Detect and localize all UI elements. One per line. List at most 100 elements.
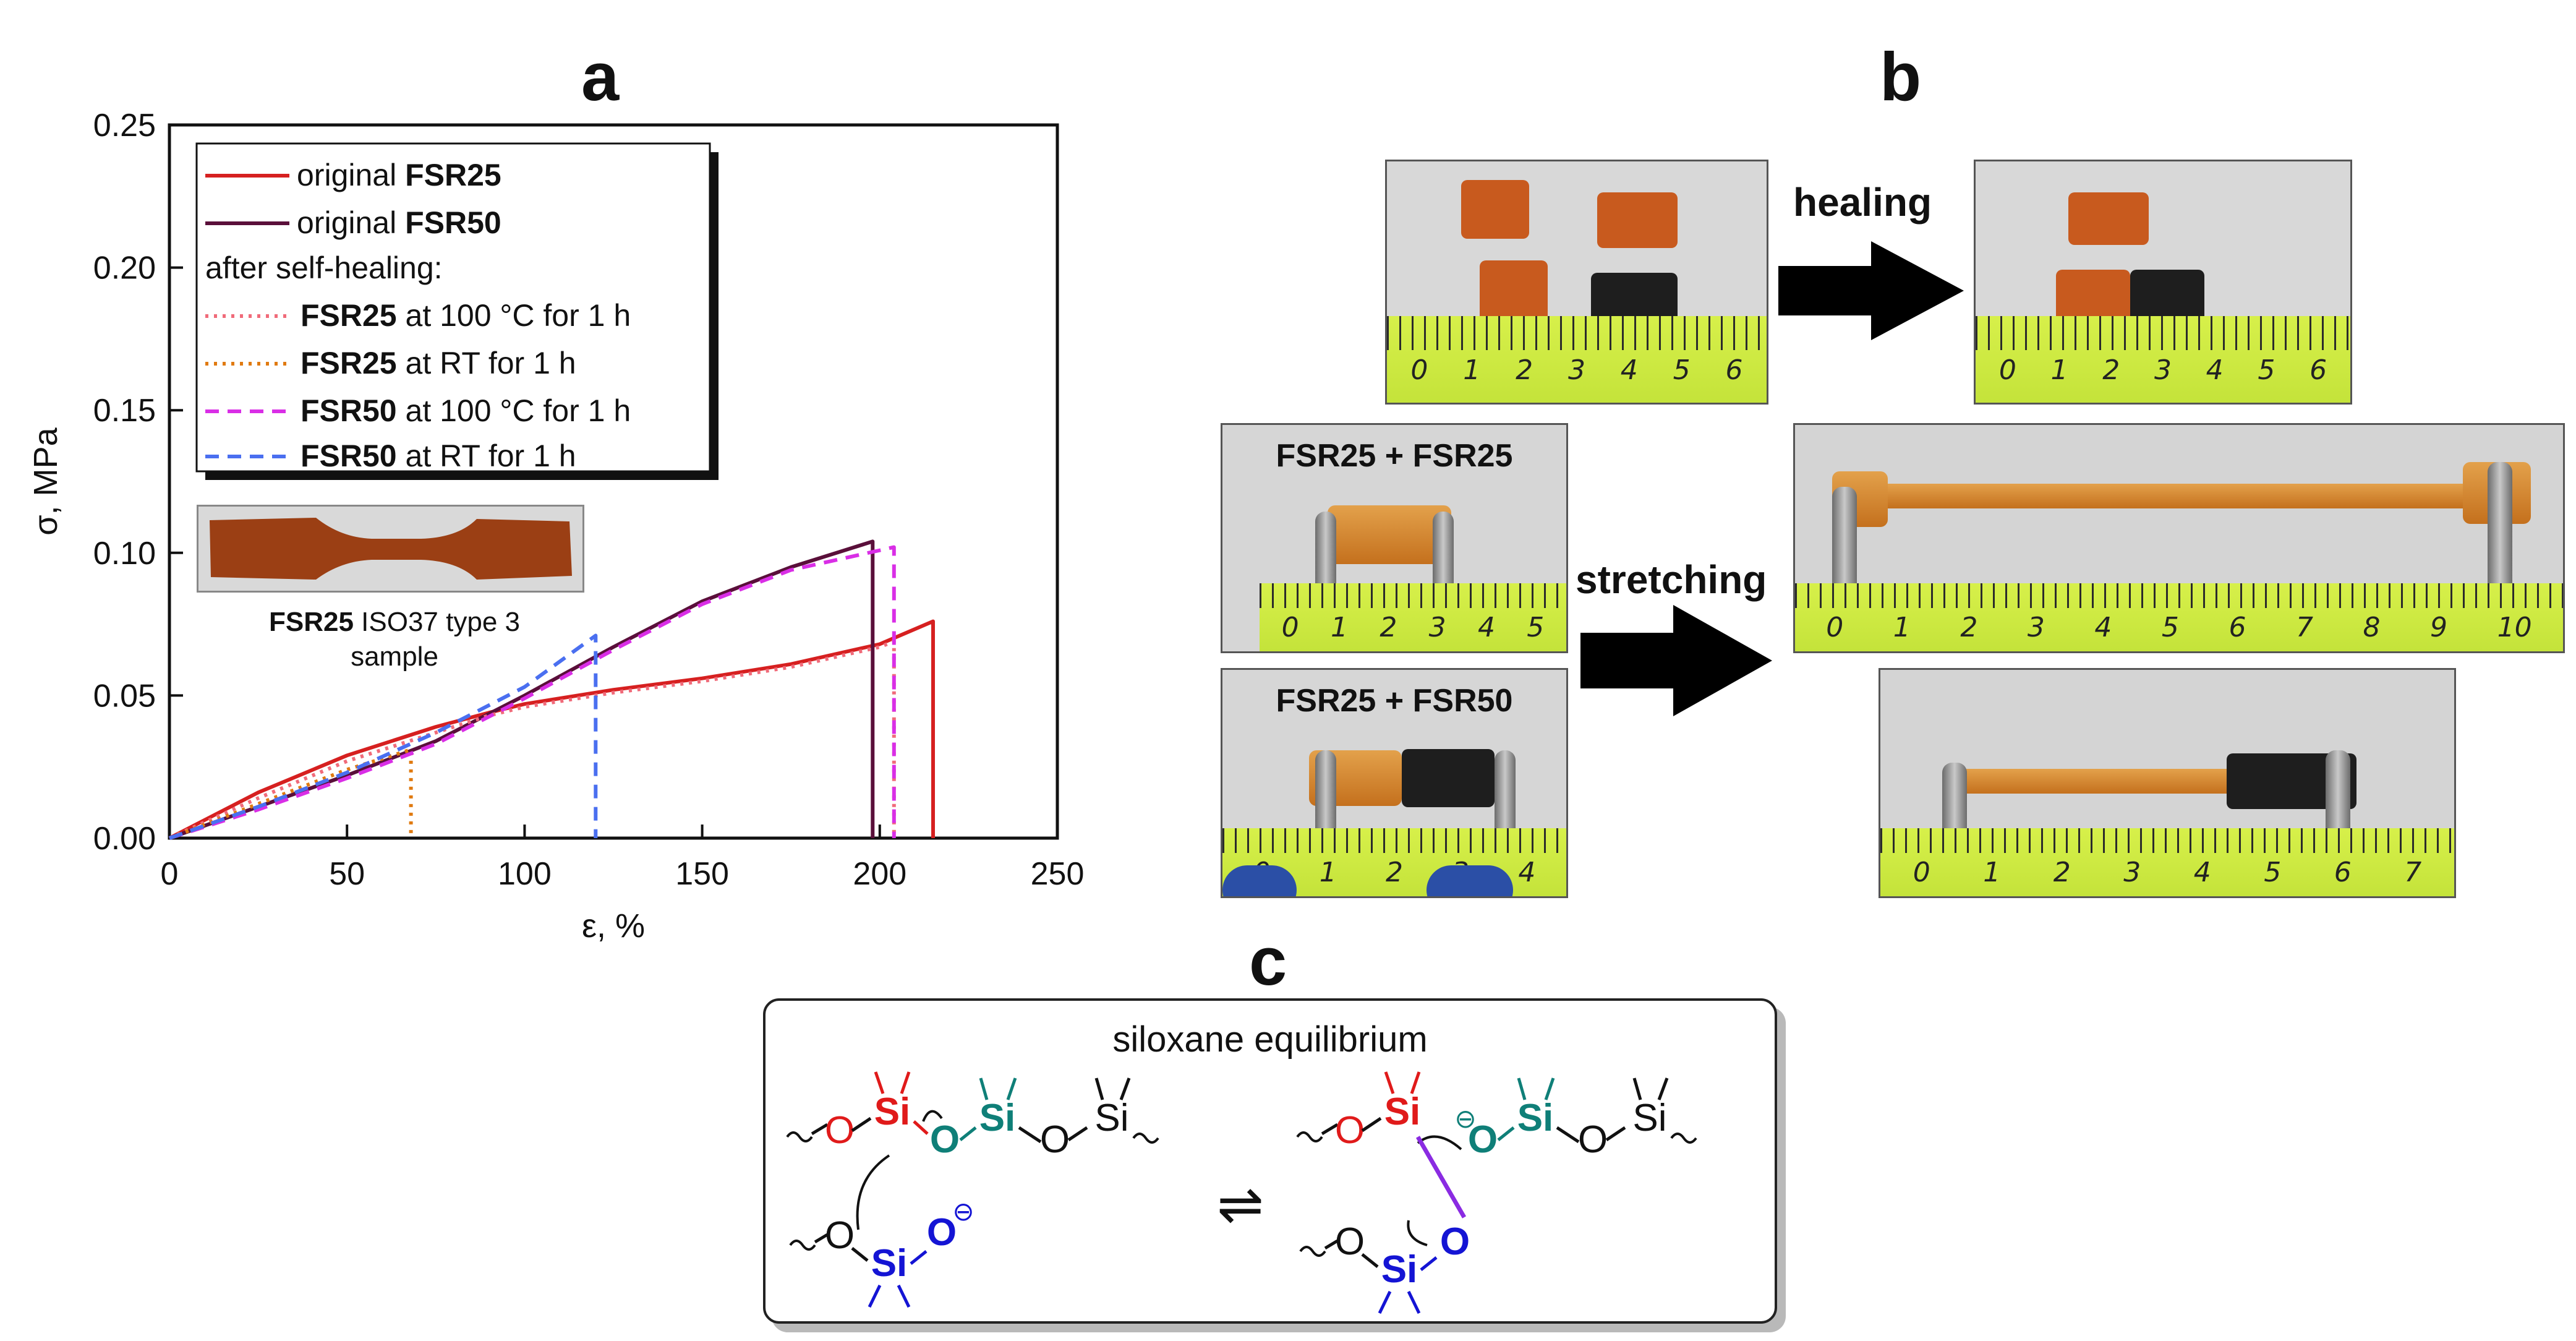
silicon-atom: Si [1632, 1097, 1666, 1139]
ruler-number: 1 [1983, 857, 2001, 888]
ruler-number: 6 [1725, 354, 1743, 386]
joined-strip [1328, 505, 1451, 564]
ruler-number: 5 [1673, 354, 1691, 386]
oxygen-atom: O [825, 1214, 855, 1257]
bond [979, 1078, 989, 1100]
strip-piece [2068, 192, 2149, 245]
sample-caption-rest: ISO37 type 3 [353, 607, 520, 637]
stretched-strip [1845, 484, 2525, 508]
ruler-number: 1 [1330, 612, 1348, 643]
bond [910, 1250, 928, 1265]
oxygen-atom: O [927, 1211, 957, 1254]
bond [1410, 1071, 1421, 1094]
ruler-number: 8 [2363, 612, 2381, 643]
strip-piece [1461, 180, 1529, 239]
curved-arrow-icon [922, 1110, 943, 1122]
ruler-number: 5 [2258, 354, 2275, 386]
negative-charge-icon: ⊖ [1454, 1103, 1476, 1134]
dogbone-sample-image [210, 518, 572, 580]
photo-label-fsr25-fsr50: FSR25 + FSR50 [1276, 683, 1513, 719]
bond [913, 1120, 929, 1135]
bond [1556, 1126, 1580, 1144]
bond [811, 1123, 829, 1136]
series-line-3 [168, 748, 413, 840]
bond [1544, 1078, 1555, 1100]
bond [1384, 1071, 1395, 1094]
strip-piece [1597, 192, 1678, 248]
bond [1517, 1078, 1527, 1100]
ruler-number: 5 [1527, 612, 1545, 643]
ruler-number: 9 [2430, 612, 2448, 643]
oxygen-atom: O [825, 1109, 855, 1152]
ruler-number: 4 [1518, 857, 1536, 888]
ruler-number: 3 [2123, 857, 2141, 888]
photo-label-fsr25-fsr25: FSR25 + FSR25 [1276, 438, 1513, 474]
x-tick-label: 100 [498, 856, 552, 892]
bond [814, 1233, 829, 1244]
legend-entry-5: FSR50 at RT for 1 h [301, 439, 576, 473]
sample-photo [197, 505, 584, 593]
bond [1632, 1078, 1642, 1100]
ruler-number: 4 [2094, 612, 2112, 643]
oxygen-atom: O [1335, 1220, 1365, 1263]
ruler-number: 4 [1620, 354, 1638, 386]
bond [868, 1284, 882, 1308]
stretching-label: stretching [1576, 557, 1767, 602]
healing-label: healing [1793, 180, 1932, 225]
chain-wave [1132, 1133, 1159, 1144]
oxygen-atom: O [930, 1118, 960, 1161]
x-tick-label: 200 [853, 856, 906, 892]
oxygen-atom: O [1468, 1118, 1498, 1161]
chain-wave [786, 1131, 813, 1142]
ruler-number: 1 [1463, 354, 1481, 386]
bond [1067, 1126, 1088, 1142]
bond [1497, 1126, 1515, 1141]
strip-piece-black [1402, 749, 1495, 807]
silicon-atom: Si [1094, 1097, 1128, 1139]
bond [900, 1071, 911, 1094]
chart-series [168, 539, 935, 840]
oxygen-atom: O [1040, 1118, 1070, 1161]
ruler-number: 10 [2497, 612, 2532, 643]
curved-arrow-icon [1407, 1220, 1428, 1246]
silicon-atom: Si [1381, 1248, 1418, 1291]
panel-label-c: c [1249, 923, 1287, 1000]
ruler-number: 1 [1319, 857, 1337, 888]
bond [959, 1126, 977, 1141]
ruler-number: 7 [2295, 612, 2313, 643]
ruler-number: 4 [2193, 857, 2211, 888]
oxygen-atom: O [1578, 1118, 1608, 1161]
ruler-number: 5 [2161, 612, 2179, 643]
chain-wave [789, 1240, 816, 1251]
ruler-number: 2 [2053, 857, 2071, 888]
chain-wave [1296, 1131, 1323, 1142]
x-tick-label: 250 [1031, 856, 1085, 892]
stretching-arrow-icon [1580, 605, 1772, 716]
series-line-5 [169, 633, 598, 840]
ruler-number: 2 [2102, 354, 2120, 386]
bond [1321, 1123, 1339, 1136]
sample-caption: FSR25 ISO37 type 3 sample [197, 605, 592, 674]
oxygen-atom: O [1335, 1109, 1365, 1152]
chain-wave [1299, 1246, 1326, 1257]
bond [1006, 1078, 1017, 1100]
legend-heading: after self-healing: [205, 251, 443, 285]
scheme-title: siloxane equilibrium [1112, 1019, 1427, 1060]
silicon-atom: Si [871, 1242, 908, 1285]
ruler-number: 3 [2027, 612, 2045, 643]
healing-arrow-icon [1778, 241, 1964, 340]
oxygen-atom: O [1440, 1220, 1470, 1263]
x-tick-label: 0 [161, 856, 179, 892]
ruler-number: 0 [1410, 354, 1428, 386]
ruler-number: 0 [1826, 612, 1844, 643]
bond [1657, 1078, 1669, 1100]
